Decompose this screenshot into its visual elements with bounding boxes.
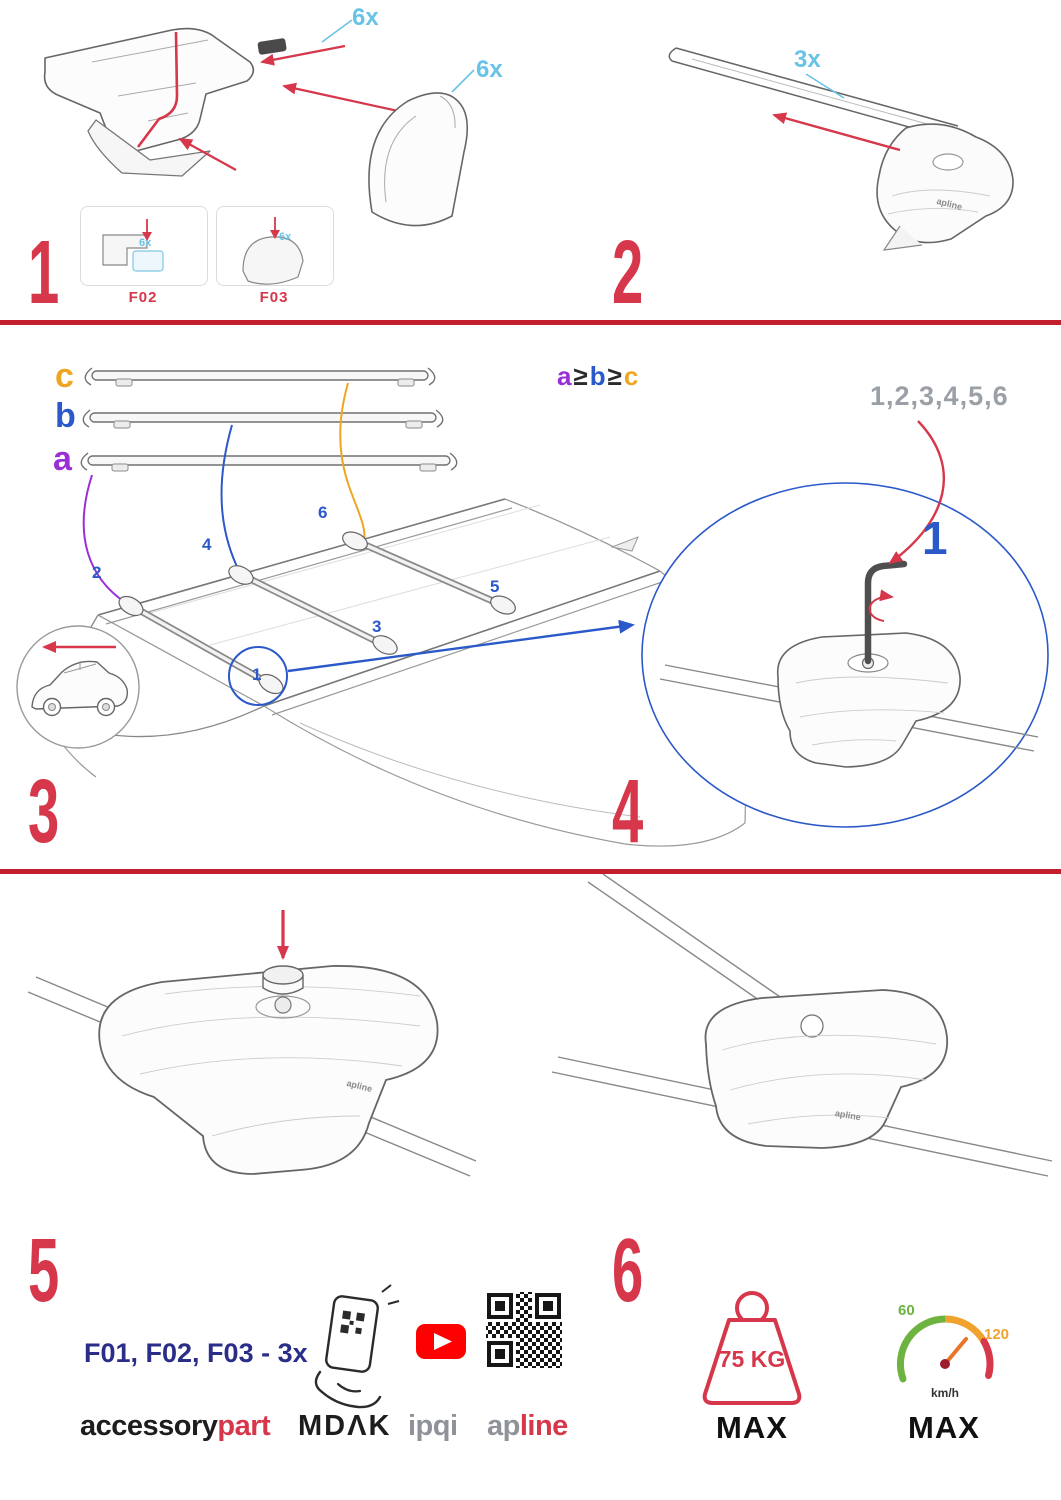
brand-mdak: MDΛK [298, 1410, 392, 1442]
weight-icon [702, 1291, 802, 1405]
step1-clamp-drawing [43, 19, 475, 227]
red-profile-trace [136, 31, 179, 148]
red-arrow-icon [260, 44, 346, 66]
brand-ipqi: ipqi [408, 1410, 458, 1442]
speedometer-needle [943, 1337, 968, 1366]
cyan-leader-line [451, 69, 475, 93]
max-weight-label: MAX [716, 1410, 788, 1445]
speed-unit-label: km/h [930, 1386, 959, 1400]
position-label-4: 4 [202, 535, 212, 554]
steps-3-4-artwork [16, 367, 1049, 847]
cover-part-drawing [368, 92, 469, 227]
red-arrow-icon [772, 112, 901, 152]
brand-accessorypart: accessorypart [80, 1410, 271, 1443]
position-label-6: 6 [318, 503, 328, 522]
position-label-3: 3 [372, 617, 382, 636]
leader-curve-a [82, 474, 127, 604]
qr-code-icon [486, 1292, 562, 1368]
length-formula: a≥b≥c [556, 361, 639, 392]
position-1-highlight-circle [228, 646, 288, 706]
section-divider [0, 320, 1061, 325]
section-divider [0, 869, 1061, 874]
steps-5-6-artwork [27, 874, 1053, 1409]
max-weight-value: 75 KG [718, 1346, 786, 1372]
step5-knob-drawing [27, 910, 477, 1177]
tightening-sequence-label: 1,2,3,4,5,6 [870, 381, 1009, 411]
bar-label-a: a [53, 440, 72, 478]
max-speed-label: MAX [908, 1410, 980, 1445]
brand-ap-text: ap [487, 1410, 520, 1442]
bar-label-c: c [55, 357, 74, 395]
red-arrow-icon [178, 138, 237, 171]
section-steps-5-6: 5 6 apline apline F01, F02, F03 - 3x acc… [0, 874, 1061, 1500]
f03-label: F03 [259, 289, 289, 306]
sequence-first-label: 1 [922, 512, 948, 564]
f02-part-thumbnail [102, 219, 164, 272]
step1-number: 1 [28, 221, 59, 320]
formula-ge-2: ≥ [607, 361, 622, 391]
crossbar-c-drawing [84, 367, 436, 387]
kit-contents-note: F01, F02, F03 - 3x [84, 1338, 308, 1368]
lock-detail [257, 38, 287, 55]
position-label-5: 5 [490, 577, 500, 596]
step6-mounted-drawing [551, 874, 1053, 1177]
section-steps-1-2: 1 2 6x 6x 3x apline 6x F02 6x F03 [0, 0, 1061, 320]
leader-curve-c [339, 382, 366, 544]
step2-bar-drawing [668, 47, 1014, 251]
formula-c: c [623, 361, 639, 391]
formula-ge-1: ≥ [573, 361, 588, 391]
step2-qty-label: 3x [794, 46, 821, 73]
f02-qty-label: 6x [139, 237, 152, 249]
speed-low-label: 60 [898, 1302, 915, 1319]
step2-number: 2 [612, 221, 643, 320]
step3-number: 3 [28, 760, 59, 862]
f03-qty-label: 6x [279, 231, 292, 243]
position-label-1: 1 [252, 665, 262, 684]
blue-zoom-arrow [287, 619, 635, 673]
youtube-icon [416, 1324, 466, 1359]
part-box-f02: 6x [80, 206, 208, 286]
hand-phone-icon [314, 1284, 400, 1409]
rotate-arrow-icon [868, 589, 894, 622]
step4-number: 4 [612, 760, 643, 862]
step5-number: 5 [28, 1219, 59, 1321]
speed-high-label: 120 [984, 1326, 1010, 1343]
crossbar-a-drawing [80, 452, 458, 472]
brand-part-text: part [217, 1410, 271, 1442]
cyan-leader-line [805, 73, 845, 99]
sequence-arrow-icon [888, 420, 945, 565]
step1-qty-side-label: 6x [476, 56, 503, 83]
f03-part-thumbnail [242, 217, 304, 285]
steps-1-2-artwork [43, 19, 1014, 251]
step4-zoom-drawing [641, 420, 1049, 828]
brand-accessory-text: accessory [80, 1410, 218, 1442]
leader-curve-b [220, 424, 241, 574]
bar-label-b: b [55, 397, 76, 435]
position-label-2: 2 [92, 563, 102, 582]
formula-b: b [589, 361, 606, 391]
brand-apline: apline [487, 1410, 568, 1443]
step6-number: 6 [612, 1219, 643, 1321]
speedometer-icon [896, 1315, 994, 1383]
crossbar-b-drawing [82, 409, 444, 429]
section-steps-3-4: c b a a≥b≥c 1,2,3,4,5,6 1 2 4 6 1 3 5 3 … [0, 325, 1061, 869]
cyan-leader-line [321, 19, 353, 43]
f02-label: F02 [128, 289, 158, 306]
part-box-f03: 6x [216, 206, 334, 286]
step1-qty-top-label: 6x [352, 4, 379, 31]
allen-key-icon [864, 560, 908, 665]
brand-line-text: line [519, 1410, 568, 1442]
formula-a: a [557, 361, 572, 391]
antenna-fin [610, 536, 639, 552]
car-direction-inset [16, 625, 140, 749]
